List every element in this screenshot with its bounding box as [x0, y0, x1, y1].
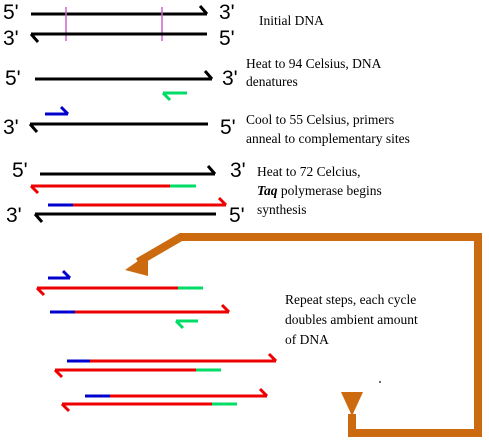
loop-arrow-icon	[125, 233, 482, 437]
step-caption-denature: Heat to 94 Celsius, DNA denatures	[246, 56, 384, 89]
half-arrowhead-icon	[206, 165, 217, 175]
step-initial: 5' 3' 3' 5' Initial DNA	[3, 1, 324, 50]
five-prime-label: 5'	[12, 159, 28, 182]
repeated-products: Repeat steps, each cycle doubles ambient…	[35, 269, 421, 413]
half-arrowhead-icon	[267, 352, 278, 363]
caption-line: Cool to 55 Celsius, primers	[246, 112, 394, 127]
half-arrowhead-icon	[174, 319, 185, 330]
cycle-arrowhead-bottom	[341, 392, 363, 416]
step-caption-anneal: Cool to 55 Celsius, primers anneal to co…	[246, 112, 410, 146]
half-arrowhead-icon	[35, 286, 46, 297]
caption-line: denatures	[246, 74, 298, 89]
three-prime-label: 3'	[3, 27, 19, 50]
half-arrowhead-icon	[161, 91, 172, 102]
caption-line: Heat to 94 Celsius, DNA	[246, 56, 382, 71]
five-prime-label: 5'	[229, 204, 245, 227]
step-caption-extend: Heat to 72 Celcius, Taq polymerase begin…	[257, 164, 385, 217]
half-arrowhead-icon	[28, 123, 39, 133]
three-prime-label: 3'	[219, 1, 235, 24]
caption-line: Repeat steps, each cycle	[285, 292, 416, 307]
caption-line: doubles ambient amount	[285, 312, 418, 327]
three-prime-label: 3'	[3, 116, 19, 139]
caption-line: anneal to complementary sites	[246, 131, 410, 146]
stray-dot	[379, 381, 381, 383]
half-arrowhead-icon	[217, 196, 228, 207]
step-denature: 5' 3' Heat to 94 Celsius, DNA denatures	[5, 56, 384, 102]
caption-line: polymerase begins	[278, 183, 382, 198]
half-arrowhead-icon	[220, 303, 231, 314]
cycle-path	[135, 233, 482, 437]
half-arrowhead-icon	[53, 368, 64, 379]
five-prime-label: 5'	[220, 116, 236, 139]
five-prime-label: 5'	[5, 67, 21, 90]
half-arrowhead-icon	[258, 387, 269, 398]
half-arrowhead-icon	[198, 5, 209, 15]
half-arrowhead-icon	[59, 105, 70, 116]
half-arrowhead-icon	[33, 213, 44, 223]
five-prime-label: 5'	[219, 27, 235, 50]
caption-line: Heat to 72 Celcius,	[257, 164, 360, 179]
caption-line: synthesis	[257, 202, 307, 217]
repeat-caption: Repeat steps, each cycle doubles ambient…	[285, 292, 421, 347]
half-arrowhead-icon	[29, 33, 40, 43]
caption-line: of DNA	[285, 332, 329, 347]
taq-label: Taq	[257, 183, 278, 198]
three-prime-label: 3'	[222, 67, 238, 90]
five-prime-label: 5'	[3, 1, 19, 24]
cycle-arrowhead-top	[125, 254, 148, 276]
three-prime-label: 3'	[6, 204, 22, 227]
step-extend: 5' 3' 3' 5' Heat to 72 Celcius, Taq poly…	[6, 159, 385, 227]
half-arrowhead-icon	[29, 184, 40, 195]
half-arrowhead-icon	[61, 269, 72, 280]
step-caption-initial: Initial DNA	[259, 13, 324, 28]
half-arrowhead-icon	[60, 402, 71, 413]
three-prime-label: 3'	[230, 159, 246, 182]
half-arrowhead-icon	[203, 70, 214, 80]
step-anneal: 3' 5' Cool to 55 Celsius, primers anneal…	[3, 105, 410, 146]
